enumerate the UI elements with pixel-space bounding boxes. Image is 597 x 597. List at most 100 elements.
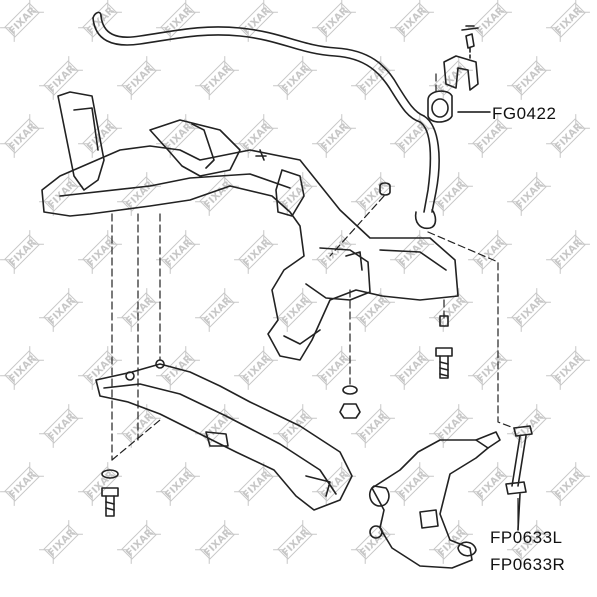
svg-text:FIXAR: FIXAR	[397, 237, 429, 269]
svg-text:FIXAR: FIXAR	[475, 237, 507, 269]
watermark-logo: FIXAR	[77, 345, 123, 391]
leader-lines	[458, 111, 519, 530]
watermark-logo: FIXAR	[467, 0, 513, 43]
watermark-logo: FIXAR	[311, 113, 357, 159]
svg-text:FIXAR: FIXAR	[397, 5, 429, 37]
stabilizer-bar	[92, 11, 440, 230]
svg-text:FIXAR: FIXAR	[358, 411, 390, 443]
watermark-logo: FIXAR	[194, 287, 240, 333]
watermark-logo: FIXAR	[77, 229, 123, 275]
svg-text:FIXAR: FIXAR	[7, 237, 39, 269]
svg-text:FIXAR: FIXAR	[241, 353, 273, 385]
svg-text:FIXAR: FIXAR	[397, 469, 429, 501]
svg-text:FIXAR: FIXAR	[319, 237, 351, 269]
part-label-fp0633r: FP0633R	[490, 555, 566, 574]
svg-text:FIXAR: FIXAR	[280, 179, 312, 211]
svg-text:FIXAR: FIXAR	[553, 237, 585, 269]
watermark-logo: FIXAR	[545, 461, 591, 507]
svg-text:FIXAR: FIXAR	[202, 179, 234, 211]
svg-text:FIXAR: FIXAR	[514, 179, 546, 211]
watermark-logo: FIXAR	[272, 55, 318, 101]
svg-text:FIXAR: FIXAR	[475, 5, 507, 37]
svg-text:FIXAR: FIXAR	[319, 353, 351, 385]
svg-text:FIXAR: FIXAR	[46, 527, 78, 559]
svg-text:FIXAR: FIXAR	[280, 411, 312, 443]
svg-text:FIXAR: FIXAR	[514, 63, 546, 95]
svg-text:FIXAR: FIXAR	[124, 527, 156, 559]
watermark-logo: FIXAR	[233, 345, 279, 391]
watermark-logo: FIXAR	[194, 403, 240, 449]
part-label-fp0633l: FP0633L	[490, 528, 563, 547]
watermark-logo: FIXAR	[506, 287, 552, 333]
svg-text:FIXAR: FIXAR	[553, 469, 585, 501]
watermark-logo: FIXAR	[77, 461, 123, 507]
svg-text:FIXAR: FIXAR	[358, 295, 390, 327]
fasteners	[339, 182, 453, 419]
watermark-logo: FIXAR	[545, 229, 591, 275]
watermark-logo: FIXAR	[0, 0, 45, 43]
watermark-logo: FIXAR	[350, 403, 396, 449]
watermark-logo: FIXAR	[116, 403, 162, 449]
svg-text:FIXAR: FIXAR	[46, 63, 78, 95]
svg-text:FIXAR: FIXAR	[475, 121, 507, 153]
watermark-logo: FIXAR	[311, 229, 357, 275]
watermark-logo: FIXAR	[389, 461, 435, 507]
svg-text:FIXAR: FIXAR	[241, 237, 273, 269]
svg-text:FIXAR: FIXAR	[436, 179, 468, 211]
svg-text:FIXAR: FIXAR	[397, 353, 429, 385]
watermark-logo: FIXAR	[194, 519, 240, 565]
svg-text:FIXAR: FIXAR	[202, 63, 234, 95]
watermark-logo: FIXAR	[389, 345, 435, 391]
svg-text:FIXAR: FIXAR	[7, 121, 39, 153]
watermark-logo: FIXAR	[38, 519, 84, 565]
watermark-logo: FIXAR	[506, 55, 552, 101]
svg-text:FIXAR: FIXAR	[553, 121, 585, 153]
watermark-logo: FIXAR	[116, 519, 162, 565]
front-subframe	[41, 91, 459, 361]
guide-lines	[111, 69, 515, 461]
watermark-logo: FIXAR	[0, 461, 45, 507]
control-arm	[368, 431, 501, 569]
svg-text:FIXAR: FIXAR	[436, 63, 468, 95]
watermark-logo: FIXAR	[38, 287, 84, 333]
watermark-logo: FIXAR	[272, 519, 318, 565]
svg-text:FIXAR: FIXAR	[280, 527, 312, 559]
svg-text:FIXAR: FIXAR	[436, 295, 468, 327]
part-label-fg0422: FG0422	[492, 104, 557, 123]
svg-text:FIXAR: FIXAR	[46, 295, 78, 327]
watermark-logo: FIXAR	[0, 229, 45, 275]
watermark-logo: FIXAR	[545, 0, 591, 43]
svg-text:FIXAR: FIXAR	[163, 469, 195, 501]
svg-text:FIXAR: FIXAR	[319, 469, 351, 501]
watermark-logo: FIXAR	[428, 287, 474, 333]
watermark-logo: FIXAR	[389, 113, 435, 159]
watermark-logo: FIXAR	[428, 403, 474, 449]
svg-text:FIXAR: FIXAR	[202, 527, 234, 559]
svg-text:FIXAR: FIXAR	[475, 353, 507, 385]
svg-text:FIXAR: FIXAR	[7, 469, 39, 501]
watermark-logo: FIXAR	[0, 345, 45, 391]
svg-text:FIXAR: FIXAR	[124, 295, 156, 327]
watermark-logo: FIXAR	[389, 0, 435, 43]
watermark-logo: FIXAR	[116, 55, 162, 101]
watermark-logo: FIXAR	[194, 55, 240, 101]
watermark-logo: FIXAR	[350, 55, 396, 101]
watermark-logo: FIXAR	[116, 287, 162, 333]
svg-text:FIXAR: FIXAR	[280, 295, 312, 327]
watermark-logo: FIXAR	[272, 287, 318, 333]
svg-text:FIXAR: FIXAR	[514, 295, 546, 327]
watermark-logo: FIXAR	[272, 403, 318, 449]
svg-text:FIXAR: FIXAR	[319, 121, 351, 153]
watermark-logo: FIXAR	[311, 0, 357, 43]
watermark-logo: FIXAR	[0, 113, 45, 159]
svg-text:FIXAR: FIXAR	[241, 121, 273, 153]
watermark-logo: FIXAR	[155, 461, 201, 507]
svg-text:FIXAR: FIXAR	[202, 295, 234, 327]
svg-text:FIXAR: FIXAR	[436, 411, 468, 443]
watermark-logo: FIXAR	[38, 403, 84, 449]
svg-text:FIXAR: FIXAR	[475, 469, 507, 501]
watermark-logo: FIXAR	[194, 171, 240, 217]
stabilizer-link-drawing	[505, 425, 533, 531]
